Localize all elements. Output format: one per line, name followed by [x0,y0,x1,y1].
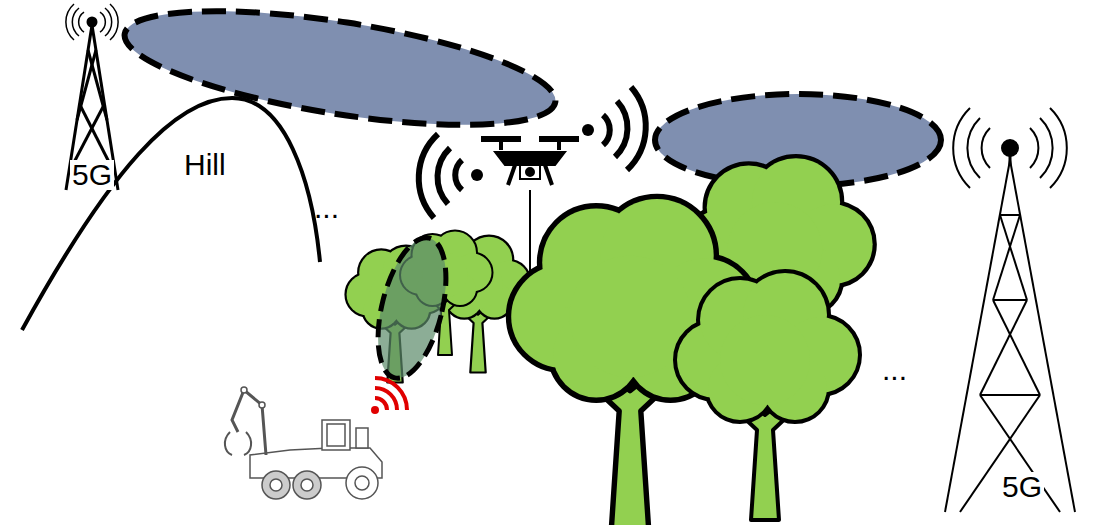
tree-crown [720,315,810,405]
tree [677,273,858,520]
harvester-signal [371,378,407,414]
illustration-label: ... [312,193,341,223]
drone [482,137,578,185]
right-5g-tower [945,108,1075,512]
tree-crown [569,256,691,378]
target-tree-ellipse [365,231,458,385]
harvester [225,387,382,499]
hill-outline [22,98,320,330]
coverage-ellipse [117,0,562,148]
illustration-label: Hill [182,150,228,180]
tree-crown [569,256,691,378]
tree-crown [720,315,810,405]
illustration-label: 5G [70,160,114,190]
trees [347,158,873,525]
left-5g-tower [66,4,118,190]
tree [511,199,755,525]
drone-signal [419,87,646,218]
illustration-label: 5G [1000,472,1044,502]
illustration-label: ... [880,355,909,385]
